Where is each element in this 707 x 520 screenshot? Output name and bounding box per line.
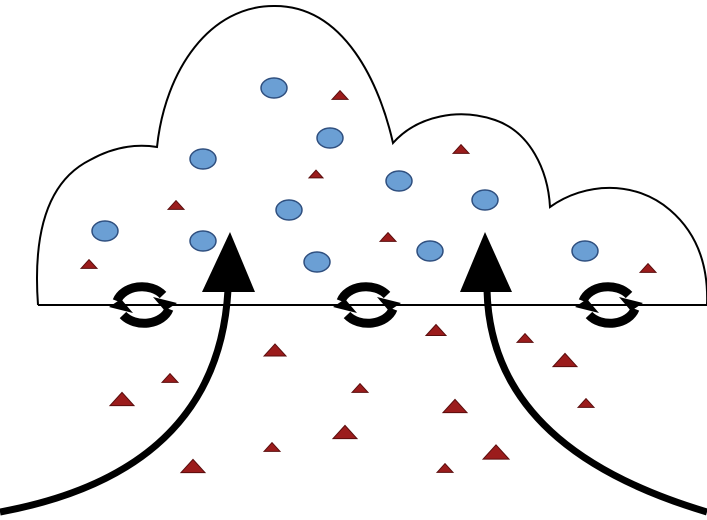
red-triangle-particle — [435, 462, 455, 473]
red-triangle-particle — [331, 424, 359, 440]
blue-circle-particle — [260, 77, 288, 99]
updraft-arrow-right — [460, 232, 707, 516]
turbulent-eddy-left — [109, 282, 177, 328]
red-triangle-particle — [79, 258, 99, 269]
blue-circle-particle — [91, 220, 119, 242]
red-triangle-particle — [378, 231, 398, 242]
red-triangle-particle — [481, 444, 511, 460]
blue-circle-particle — [385, 170, 413, 192]
red-triangle-particle — [262, 441, 282, 452]
cloud-outline — [35, 4, 707, 306]
turbulent-eddy-right — [575, 282, 643, 328]
red-triangle-particle — [108, 391, 136, 407]
blue-circle-particle — [471, 189, 499, 211]
red-triangle-particle — [451, 143, 471, 154]
blue-circle-particle — [189, 148, 217, 170]
red-triangle-particle — [330, 89, 350, 100]
red-triangle-particle — [166, 199, 186, 210]
blue-circle-particle — [571, 240, 599, 262]
blue-circle-particle — [316, 127, 344, 149]
blue-circle-particle — [189, 230, 217, 252]
red-triangle-particle — [262, 343, 288, 357]
red-triangle-particle — [350, 382, 370, 393]
blue-circle-particle — [416, 240, 444, 262]
blue-circle-particle — [275, 199, 303, 221]
red-triangle-particle — [576, 397, 596, 408]
turbulent-eddy-middle — [333, 282, 401, 328]
red-triangle-particle — [515, 332, 535, 343]
red-triangle-particle — [307, 169, 325, 179]
red-triangle-particle — [441, 398, 469, 414]
eddies-group — [109, 282, 643, 328]
particles-group — [79, 77, 658, 474]
red-triangle-particle — [638, 262, 658, 273]
updraft-arrow-left — [0, 232, 255, 516]
red-triangle-particle — [551, 352, 579, 368]
blue-circle-particle — [303, 251, 331, 273]
red-triangle-particle — [424, 323, 448, 336]
red-triangle-particle — [160, 372, 180, 383]
red-triangle-particle — [179, 458, 207, 474]
